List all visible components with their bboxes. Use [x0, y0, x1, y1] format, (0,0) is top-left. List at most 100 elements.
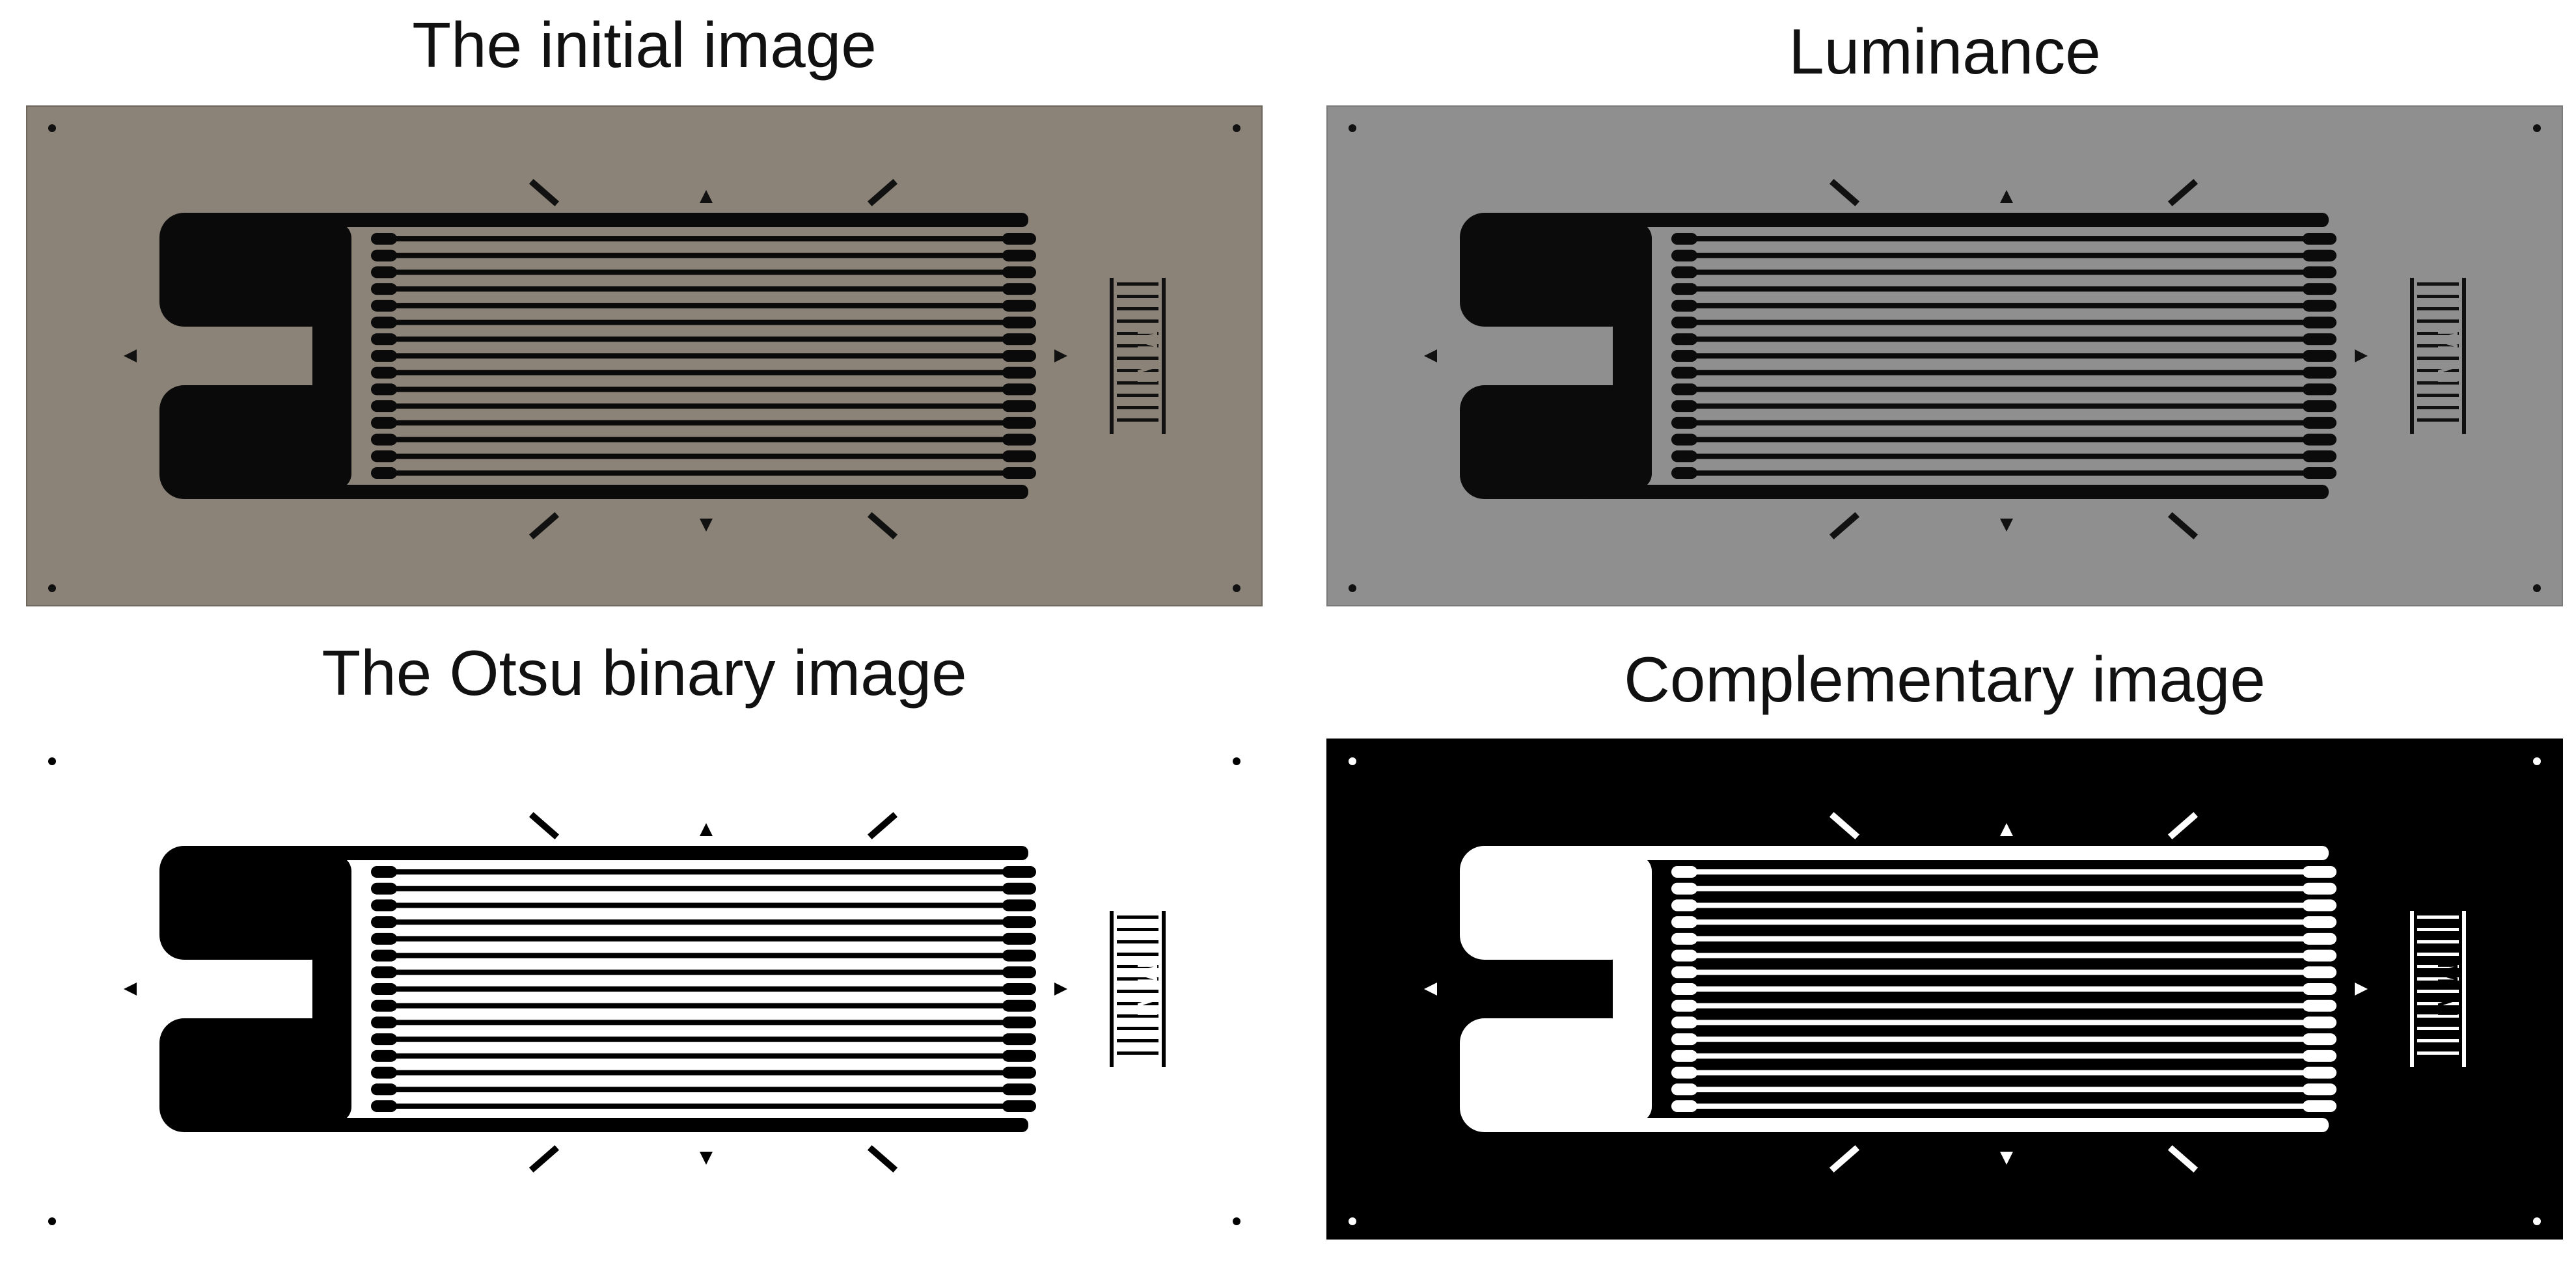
grid-end-loop-left — [371, 383, 397, 396]
grid-end-loop-right — [1002, 1100, 1036, 1112]
grid-end-loop-right — [2303, 299, 2336, 312]
alignment-tick — [867, 1145, 898, 1173]
logo-stripe — [2417, 394, 2459, 397]
grid-line — [1678, 403, 2319, 409]
grid-line — [1678, 319, 2319, 325]
logo-stripe — [1117, 915, 1158, 919]
grid-end-loop-left — [371, 1033, 397, 1046]
grid-line — [1678, 437, 2319, 442]
alignment-tick — [528, 811, 560, 840]
logo-stripe — [2417, 381, 2459, 385]
corner-dot — [1233, 757, 1240, 765]
alignment-tick — [528, 1145, 560, 1173]
logo-stripe — [2417, 344, 2459, 347]
corner-dot — [1233, 1217, 1240, 1225]
grid-top-bus — [286, 846, 1028, 860]
alignment-triangle-left — [1424, 349, 1437, 362]
grid-line — [377, 403, 1019, 409]
panel-otsu-binary-image: The Otsu binary image M M — [26, 0, 1263, 1261]
grid-line — [1678, 370, 2319, 375]
panel-title-complement: Complementary image — [1624, 644, 2266, 715]
grid-line — [377, 319, 1019, 325]
alignment-tick — [2167, 811, 2199, 840]
corner-dot — [48, 124, 56, 132]
corner-dot — [48, 1217, 56, 1225]
grid-line — [377, 353, 1019, 359]
grid-end-loop-left — [1671, 249, 1697, 262]
grid-line — [377, 869, 1019, 875]
grid-left-spine — [1613, 223, 1652, 489]
grid-bottom-bus — [1587, 485, 2329, 499]
grid-line — [377, 269, 1019, 275]
panel-title-luminance: Luminance — [1788, 16, 2101, 87]
grid-line — [1678, 936, 2319, 942]
strain-gauge-image-initial: M M — [26, 105, 1263, 606]
logo-text: M M — [1131, 961, 1163, 1017]
logo-stripe — [1117, 406, 1158, 409]
alignment-tick — [528, 178, 560, 207]
grid-end-loop-right — [2303, 1066, 2336, 1079]
logo-stripe — [1117, 1002, 1158, 1005]
grid-line — [1678, 953, 2319, 958]
grid-end-loop-left — [1671, 467, 1697, 479]
panel-initial-image: The initial image M M — [26, 0, 1263, 1261]
grid-end-loop-left — [371, 416, 397, 429]
grid-end-loop-left — [1671, 1050, 1697, 1062]
grid-line — [377, 1087, 1019, 1092]
grid-left-spine — [1613, 856, 1652, 1122]
grid-end-loop-left — [1671, 949, 1697, 962]
grid-line — [1678, 252, 2319, 258]
logo-stripe — [2417, 1039, 2459, 1042]
alignment-triangle-bottom — [700, 1152, 713, 1165]
grid-line — [377, 969, 1019, 975]
grid-end-loop-left — [1671, 882, 1697, 895]
grid-end-loop-right — [2303, 333, 2336, 346]
alignment-tick — [1829, 178, 1860, 207]
grid-end-loop-left — [1671, 283, 1697, 295]
grid-end-loop-right — [1002, 1050, 1036, 1062]
grid-end-loop-right — [2303, 899, 2336, 912]
grid-line — [1678, 336, 2319, 342]
grid-end-loop-right — [2303, 233, 2336, 245]
grid-line — [1678, 1003, 2319, 1009]
logo-stripe — [1117, 1039, 1158, 1042]
grid-line — [1678, 1070, 2319, 1076]
logo-stripe — [1117, 977, 1158, 981]
grid-line — [1678, 902, 2319, 908]
grid-end-loop-right — [2303, 249, 2336, 262]
logo-bar-left — [2410, 911, 2414, 1067]
grid-line — [377, 1104, 1019, 1109]
solder-pad-top — [1460, 846, 1636, 960]
solder-pad-bottom — [1460, 385, 1636, 499]
logo-stripe — [2417, 406, 2459, 409]
grid-end-loop-right — [2303, 1100, 2336, 1112]
grid-line — [377, 1020, 1019, 1025]
logo-stripe — [2417, 915, 2459, 919]
alignment-triangle-top — [700, 190, 713, 203]
grid-end-loop-right — [1002, 983, 1036, 995]
logo-stripe — [1117, 369, 1158, 372]
logo-stripe — [1117, 1051, 1158, 1055]
grid-end-loop-left — [371, 1066, 397, 1079]
alignment-tick — [1829, 511, 1860, 540]
grid-line — [377, 1037, 1019, 1042]
grid-line — [377, 386, 1019, 392]
logo-stripe — [1117, 332, 1158, 335]
grid-end-loop-left — [1671, 1066, 1697, 1079]
logo-stripe — [2417, 319, 2459, 323]
grid-end-loop-right — [1002, 433, 1036, 446]
logo-stripe — [2417, 1002, 2459, 1005]
grid-end-loop-left — [371, 467, 397, 479]
grid-end-loop-right — [2303, 999, 2336, 1012]
corner-dot — [1349, 757, 1356, 765]
alignment-tick — [2167, 178, 2199, 207]
grid-line — [377, 902, 1019, 908]
grid-end-loop-right — [1002, 949, 1036, 962]
panel-complementary-image: Complementary image M M — [1326, 0, 2563, 1261]
grid-end-loop-left — [1671, 1033, 1697, 1046]
grid-line — [377, 437, 1019, 442]
grid-line — [1678, 986, 2319, 992]
corner-dot — [1233, 124, 1240, 132]
corner-dot — [48, 584, 56, 592]
grid-end-loop-left — [1671, 366, 1697, 379]
